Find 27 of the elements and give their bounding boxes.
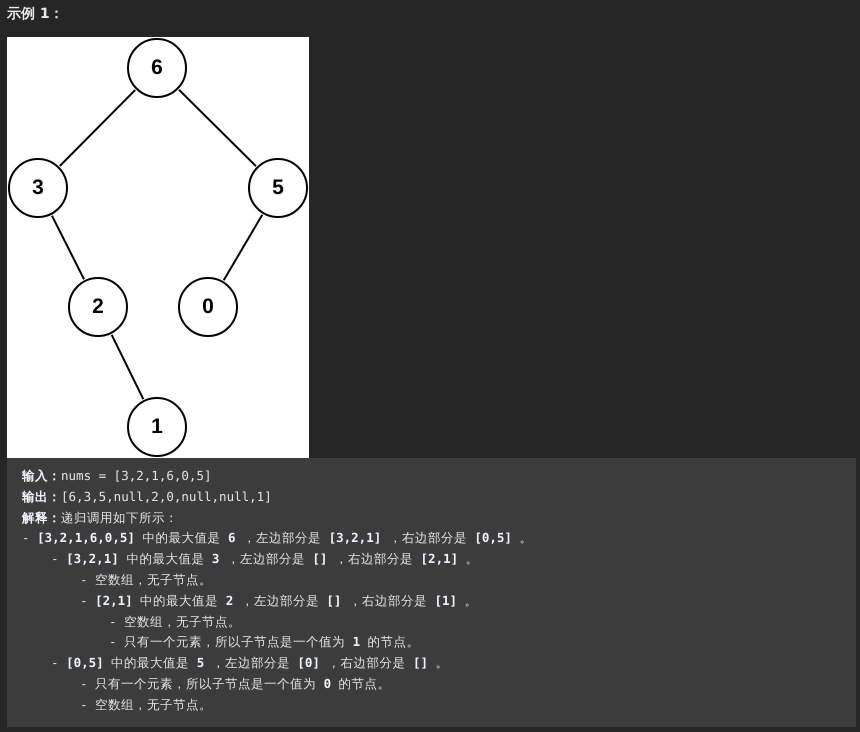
explanation-line: - [3,2,1,6,0,5] 中的最大值是 6 ，左边部分是 [3,2,1] ，右边部分是 [0,5] 。 <box>22 530 532 548</box>
tree-node-circle <box>248 158 308 218</box>
tree-edge <box>222 214 264 281</box>
node-value: 1 <box>151 415 163 439</box>
explanation-line: 输入：nums = [3,2,1,6,0,5] <box>22 468 212 485</box>
node-value: 0 <box>202 295 214 319</box>
tree-edge <box>110 334 144 400</box>
tree-node-circle <box>127 38 187 98</box>
node-value: 5 <box>272 176 284 200</box>
tree-edge <box>59 89 136 167</box>
explanation-line: 解释：递归调用如下所示： <box>22 510 178 527</box>
node-value: 2 <box>92 295 104 319</box>
node-value: 3 <box>32 176 44 200</box>
explanation-line: - 空数组，无子节点。 <box>80 696 212 714</box>
explanation-line: - 空数组，无子节点。 <box>80 572 212 589</box>
heading: 示例 1： <box>7 5 64 23</box>
explanation-line: - [3,2,1] 中的最大值是 3 ，左边部分是 [] ，右边部分是 [2,1] 。 <box>51 551 479 568</box>
explanation-line: 输出：[6,3,5,null,2,0,null,null,1] <box>22 488 272 506</box>
explanation-line: - [0,5] 中的最大值是 5 ，左边部分是 [0] ，右边部分是 [] 。 <box>51 655 449 672</box>
explanation-line: - 空数组，无子节点。 <box>109 614 242 631</box>
explanation-line: - [2,1] 中的最大值是 2 ，左边部分是 [] ，右边部分是 [1] 。 <box>80 592 478 610</box>
explanation-line: - 只有一个元素，所以子节点是一个值为 0 的节点。 <box>80 676 391 693</box>
tree-edge <box>51 215 85 280</box>
explanation-line: - 只有一个元素，所以子节点是一个值为 1 的节点。 <box>109 634 420 652</box>
node-value: 6 <box>151 56 163 80</box>
tree-node-circle <box>8 158 68 218</box>
tree-edge <box>178 89 257 167</box>
